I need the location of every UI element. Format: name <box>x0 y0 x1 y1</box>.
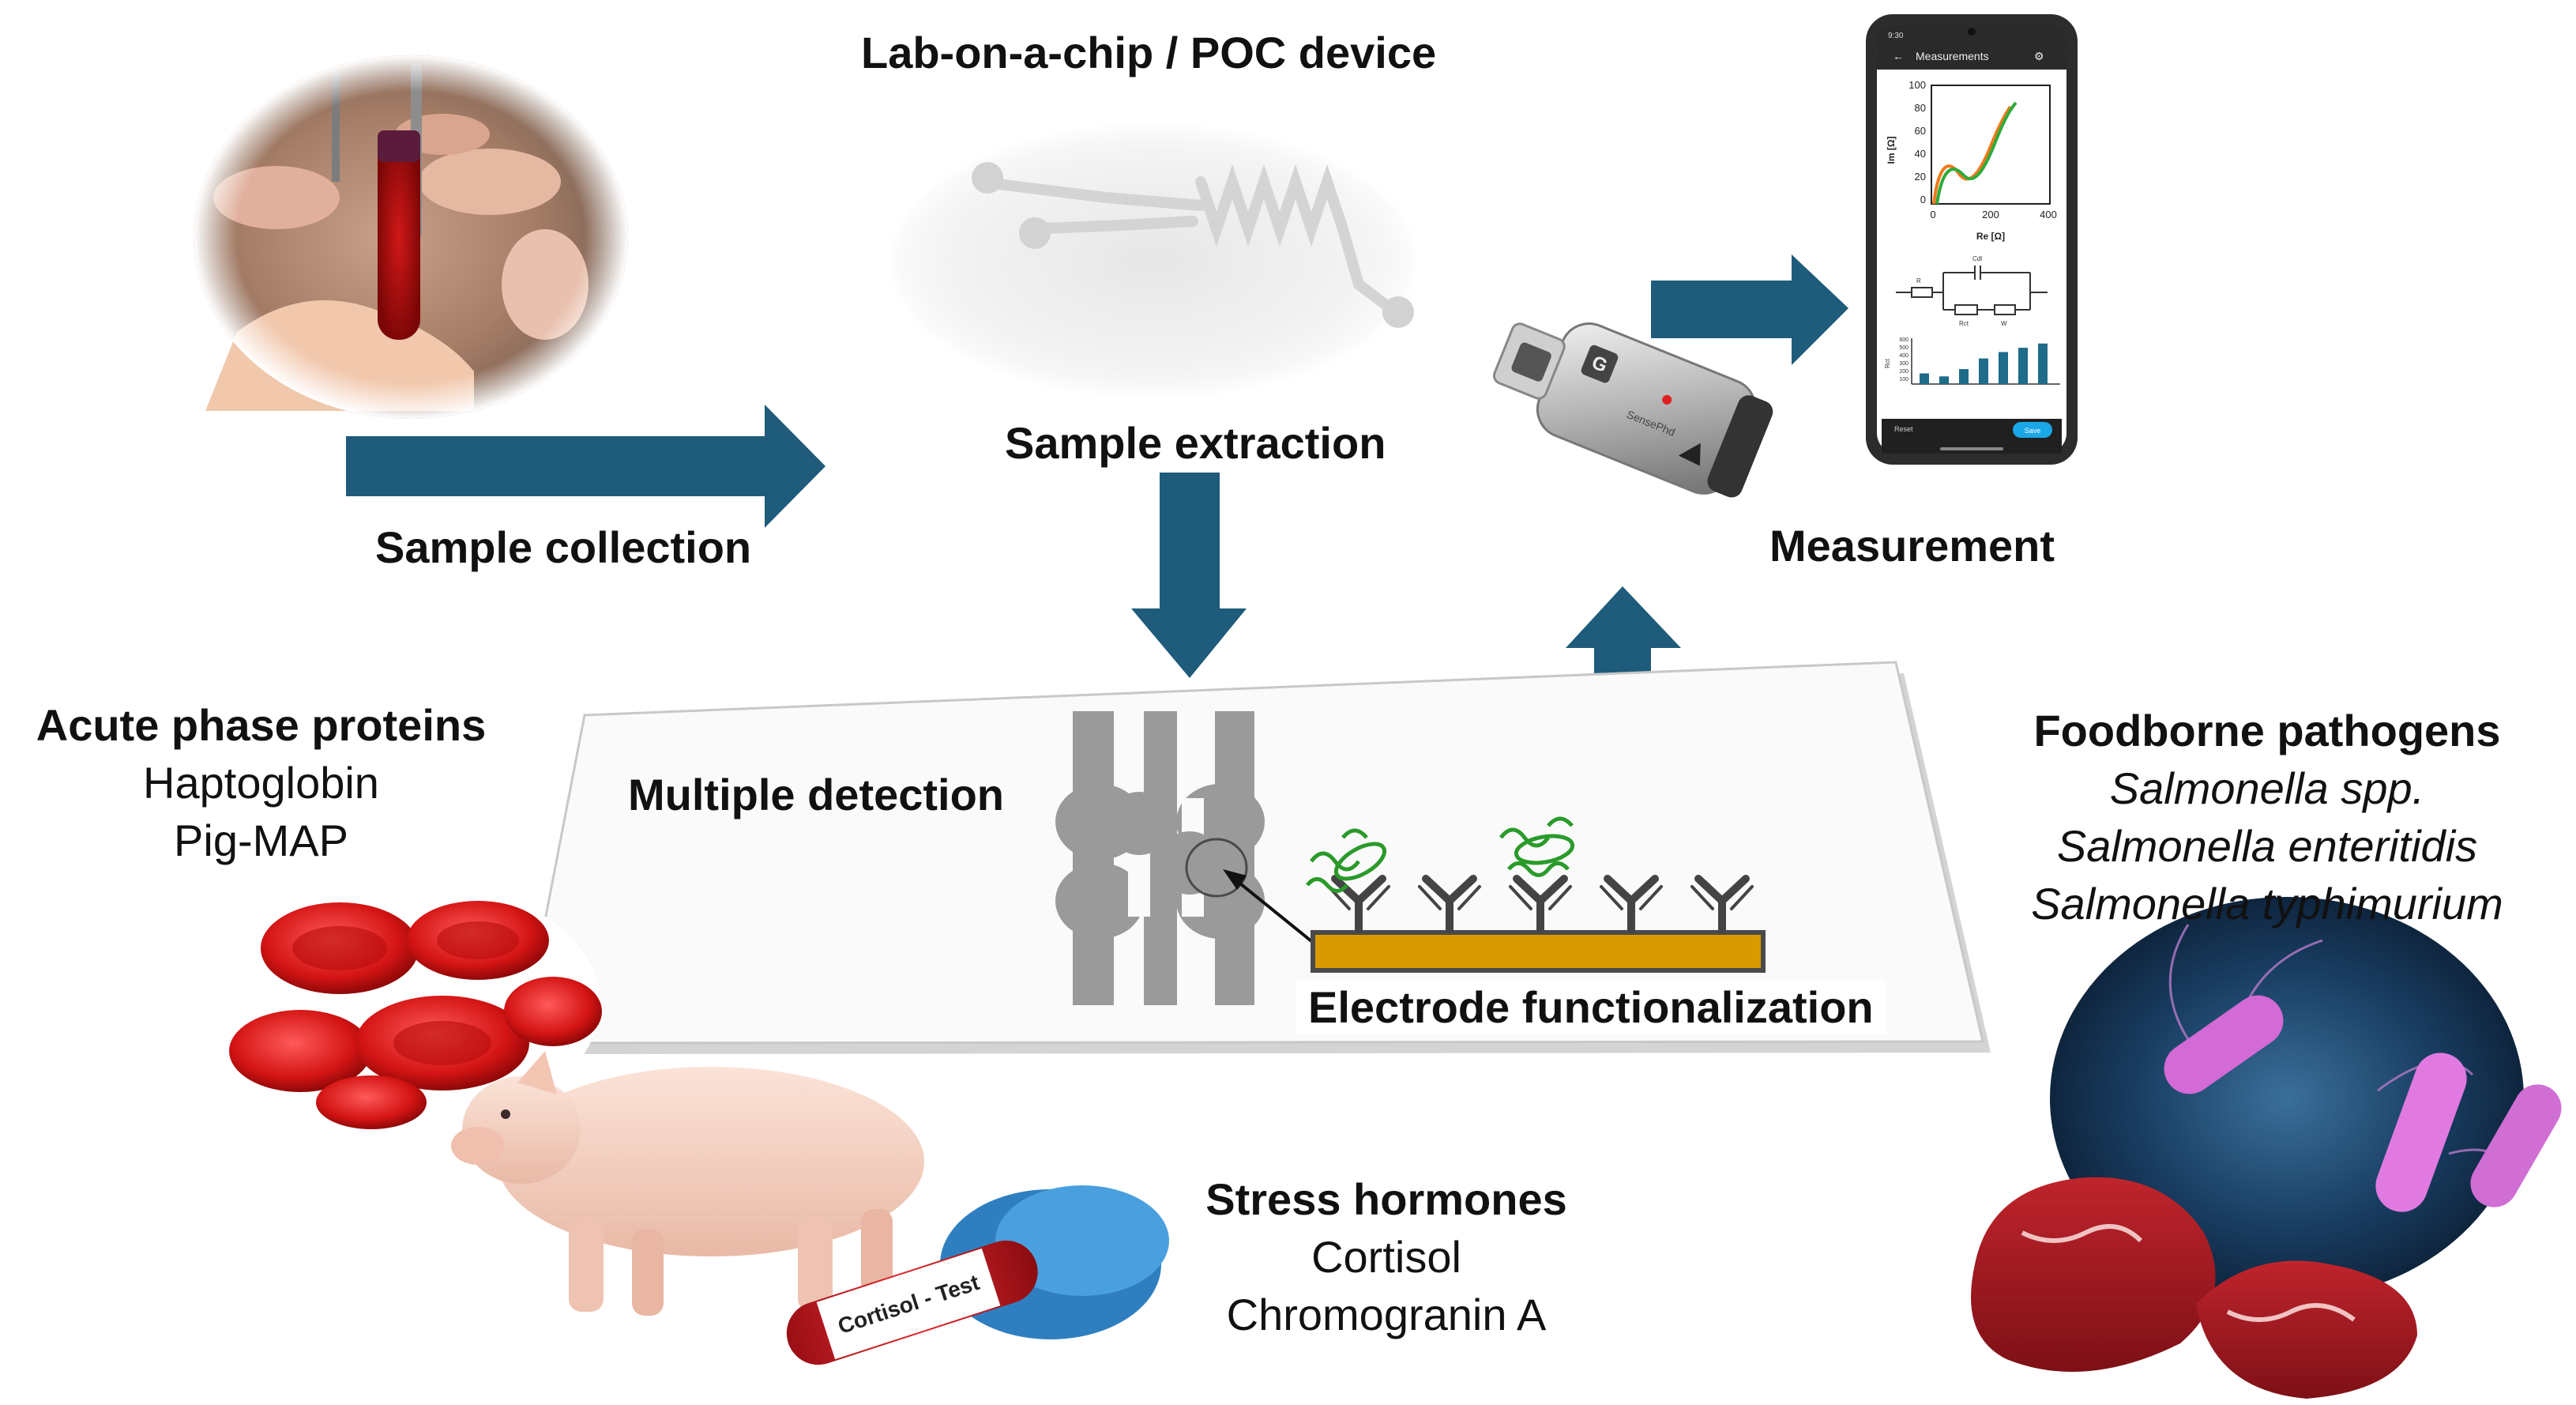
electrode-strip <box>1311 930 1766 973</box>
rct-bar <box>1999 352 2008 384</box>
label-measurement: Measurement <box>1769 521 2055 571</box>
rct-bar-chart: 600 500 400 300 200 100 Rct <box>1884 337 2060 385</box>
circuit-label-rct: Rct <box>1959 320 1969 327</box>
gear-icon: ⚙ <box>2034 50 2044 62</box>
pathogen-item: Salmonella typhimurium <box>2031 879 2503 929</box>
label-lab-on-chip: Lab-on-a-chip / POC device <box>861 28 1437 77</box>
red-blood-cells-image <box>229 881 602 1129</box>
bacteria-meat-image <box>1971 897 2562 1399</box>
acute-phase-item: Haptoglobin <box>143 758 379 808</box>
pathogen-item: Salmonella enteritidis <box>2056 821 2478 871</box>
label-sample-extraction: Sample extraction <box>1005 418 1386 468</box>
save-button[interactable]: Save <box>2025 427 2041 435</box>
pig-image <box>451 1051 924 1316</box>
arrow-right-to-phone <box>1651 254 1848 365</box>
bacteria-bound-1 <box>1306 828 1387 893</box>
nyquist-y-tick: 20 <box>1915 171 1926 183</box>
rct-bar <box>2038 343 2048 384</box>
antibody-icon <box>1600 875 1663 933</box>
label-electrode-functionalization: Electrode functionalization <box>1296 980 1886 1034</box>
nyquist-y-tick: 0 <box>1920 194 1926 205</box>
antibody-layer <box>1327 875 1754 933</box>
nyquist-curve-green <box>1935 101 2018 205</box>
nyquist-x-tick: 0 <box>1930 209 1935 220</box>
acute-phase-title: Acute phase proteins <box>36 700 487 750</box>
rct-bar <box>2018 348 2028 384</box>
acute-phase-item: Pig-MAP <box>174 816 348 865</box>
stress-item: Chromogranin A <box>1226 1290 1547 1339</box>
nyquist-y-tick: 40 <box>1915 148 1926 160</box>
cortisol-test-tube-image: Cortisol - Test <box>786 1185 1169 1365</box>
arrow-down-to-chip <box>1131 473 1247 678</box>
rct-bar <box>1959 369 1969 384</box>
bar-tick: 100 <box>1899 377 1908 382</box>
bar-tick: 600 <box>1899 337 1908 343</box>
sensor-chip-plate <box>520 661 1991 1054</box>
arrow-right-sample-collection <box>346 405 825 528</box>
interdigitated-electrodes <box>1055 711 1265 1005</box>
save-button-bg[interactable] <box>2013 422 2052 438</box>
nyquist-y-tick: 100 <box>1908 79 1926 91</box>
rct-bar <box>1939 376 1949 384</box>
bacteria-bound-2 <box>1499 816 1575 877</box>
equivalent-circuit <box>1896 266 2048 315</box>
acute-phase-block: Acute phase proteins Haptoglobin Pig-MAP <box>14 699 508 866</box>
pathogen-item: Salmonella spp. <box>2109 763 2425 813</box>
foodborne-title: Foodborne pathogens <box>2033 706 2501 755</box>
circuit-label-r: R <box>1916 277 1921 284</box>
stress-item: Cortisol <box>1311 1232 1461 1282</box>
antibody-icon <box>1327 875 1390 933</box>
rct-bar <box>1920 373 1929 384</box>
label-sample-collection: Sample collection <box>375 522 752 572</box>
nyquist-x-label: Re [Ω] <box>1976 231 2005 242</box>
antibody-icon <box>1509 875 1572 933</box>
arrow-back-icon: ← <box>1893 50 1904 62</box>
circuit-label-w: W <box>2001 320 2007 327</box>
zoom-arrow <box>1231 876 1317 946</box>
foodborne-block: Foodborne pathogens Salmonella spp. Salm… <box>1991 705 2544 929</box>
circuit-label-cdl: Cdl <box>1972 255 1982 262</box>
nyquist-y-tick: 80 <box>1915 102 1926 114</box>
rct-bar <box>1979 358 1988 384</box>
bar-tick: 300 <box>1899 361 1908 367</box>
nyquist-y-tick: 60 <box>1915 125 1926 137</box>
bar-tick: 500 <box>1899 345 1908 351</box>
usb-reader-device: G SensePhd <box>1492 322 1773 498</box>
microfluidic-chip-image <box>893 126 1414 395</box>
antibody-icon <box>1418 875 1481 933</box>
nyquist-x-tick: 400 <box>2040 209 2057 220</box>
phone-title: Measurements <box>1916 50 1989 62</box>
phone-status-time: 9:30 <box>1888 32 1904 40</box>
stress-block: Stress hormones Cortisol Chromogranin A <box>1145 1173 1627 1340</box>
antibody-icon <box>1690 875 1754 933</box>
nyquist-y-label: Im [Ω] <box>1886 137 1897 164</box>
stress-title: Stress hormones <box>1205 1174 1567 1224</box>
label-multiple-detection: Multiple detection <box>628 770 1004 819</box>
farm-sample-photo <box>194 55 628 419</box>
bar-tick: 400 <box>1899 353 1908 359</box>
bar-tick: 200 <box>1899 369 1908 375</box>
bar-axis-label: Rct <box>1884 358 1891 368</box>
nyquist-x-tick: 200 <box>1982 209 1999 220</box>
reset-button[interactable]: Reset <box>1894 425 1913 433</box>
